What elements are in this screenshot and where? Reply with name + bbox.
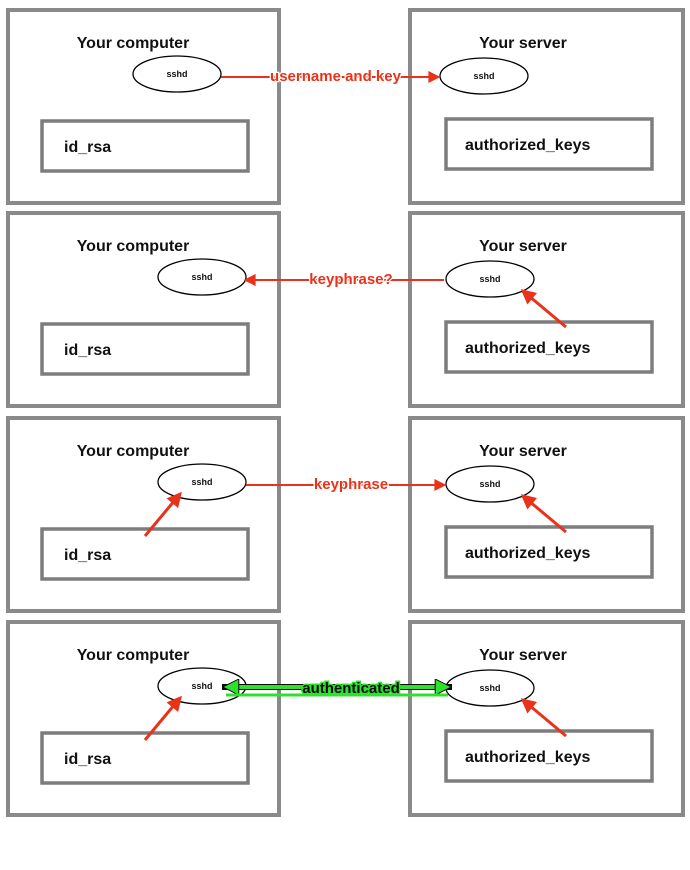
authorized-keys-box xyxy=(444,729,654,783)
id-rsa-label: id_rsa xyxy=(64,751,111,768)
computer-sshd-label: sshd xyxy=(166,69,187,79)
computer-sshd-label: sshd xyxy=(191,681,212,691)
stage-2: Your computer Your server id_rsa authorized… xyxy=(6,211,685,408)
message-label: authenticated xyxy=(302,680,400,697)
server-title: Your server xyxy=(479,443,567,460)
computer-title: Your computer xyxy=(77,443,190,460)
id-rsa-box xyxy=(40,731,250,785)
authorized-keys-label: authorized_keys xyxy=(465,137,590,154)
authorized-keys-box xyxy=(444,525,654,579)
id-rsa-arrow xyxy=(143,695,182,741)
computer-title: Your computer xyxy=(77,35,190,52)
id-rsa-label: id_rsa xyxy=(64,342,111,359)
id-rsa-box xyxy=(40,322,250,376)
authorized-keys-label: authorized_keys xyxy=(465,749,590,766)
computer-sshd-label: sshd xyxy=(191,272,212,282)
server-title: Your server xyxy=(479,238,567,255)
stage-1: Your computer Your server id_rsa authorized… xyxy=(6,8,685,205)
id-rsa-label: id_rsa xyxy=(64,547,111,564)
server-box xyxy=(408,8,685,205)
computer-sshd-ellipse xyxy=(157,463,247,501)
authorized-keys-label: authorized_keys xyxy=(465,340,590,357)
server-sshd-label: sshd xyxy=(479,479,500,489)
id-rsa-box xyxy=(40,119,250,173)
server-sshd-label: sshd xyxy=(479,683,500,693)
stage-4: Your computer Your server id_rsa authorized… xyxy=(6,620,685,817)
authorized-keys-arrow xyxy=(520,698,567,738)
computer-title: Your computer xyxy=(77,647,190,664)
authorized-keys-label: authorized_keys xyxy=(465,545,590,562)
message-label: keyphrase xyxy=(314,476,388,493)
id-rsa-label: id_rsa xyxy=(64,139,111,156)
authorized-keys-arrow xyxy=(520,289,567,329)
server-title: Your server xyxy=(479,647,567,664)
authorized-keys-box xyxy=(444,320,654,374)
id-rsa-arrow xyxy=(143,491,182,537)
server-title: Your server xyxy=(479,35,567,52)
id-rsa-box xyxy=(40,527,250,581)
server-sshd-ellipse xyxy=(445,260,535,298)
computer-title: Your computer xyxy=(77,238,190,255)
stage-3: Your computer Your server id_rsa authorized… xyxy=(6,416,685,613)
server-sshd-label: sshd xyxy=(473,71,494,81)
authorized-keys-box xyxy=(444,117,654,171)
server-sshd-label: sshd xyxy=(479,274,500,284)
computer-sshd-label: sshd xyxy=(191,477,212,487)
authorized-keys-arrow xyxy=(520,494,567,534)
message-label: username and key xyxy=(270,68,402,85)
computer-sshd-ellipse xyxy=(132,55,222,93)
message-label: keyphrase? xyxy=(309,271,392,288)
